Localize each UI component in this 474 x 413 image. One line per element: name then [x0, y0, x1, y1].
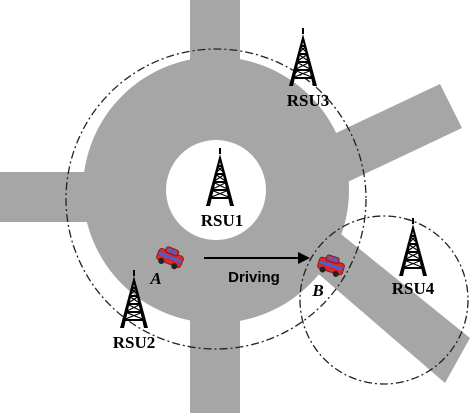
- rsu4-label: RSU4: [392, 279, 435, 298]
- coverage-circle-large: [65, 48, 367, 350]
- rsu3-antenna-tower-icon: [288, 27, 318, 87]
- vehicle-b-label: B: [311, 281, 323, 300]
- rsu4-antenna-tower-icon: [398, 217, 428, 277]
- rsu1-label: RSU1: [201, 211, 244, 230]
- vehicle-a-label: A: [149, 269, 161, 288]
- arrow-right-icon: [204, 252, 310, 264]
- driving-label: Driving: [228, 269, 280, 286]
- rsu2-label: RSU2: [113, 333, 156, 352]
- rsu3-label: RSU3: [287, 91, 330, 110]
- coverage-circle-rsu4: [299, 215, 469, 385]
- road-southeast: [300, 222, 470, 383]
